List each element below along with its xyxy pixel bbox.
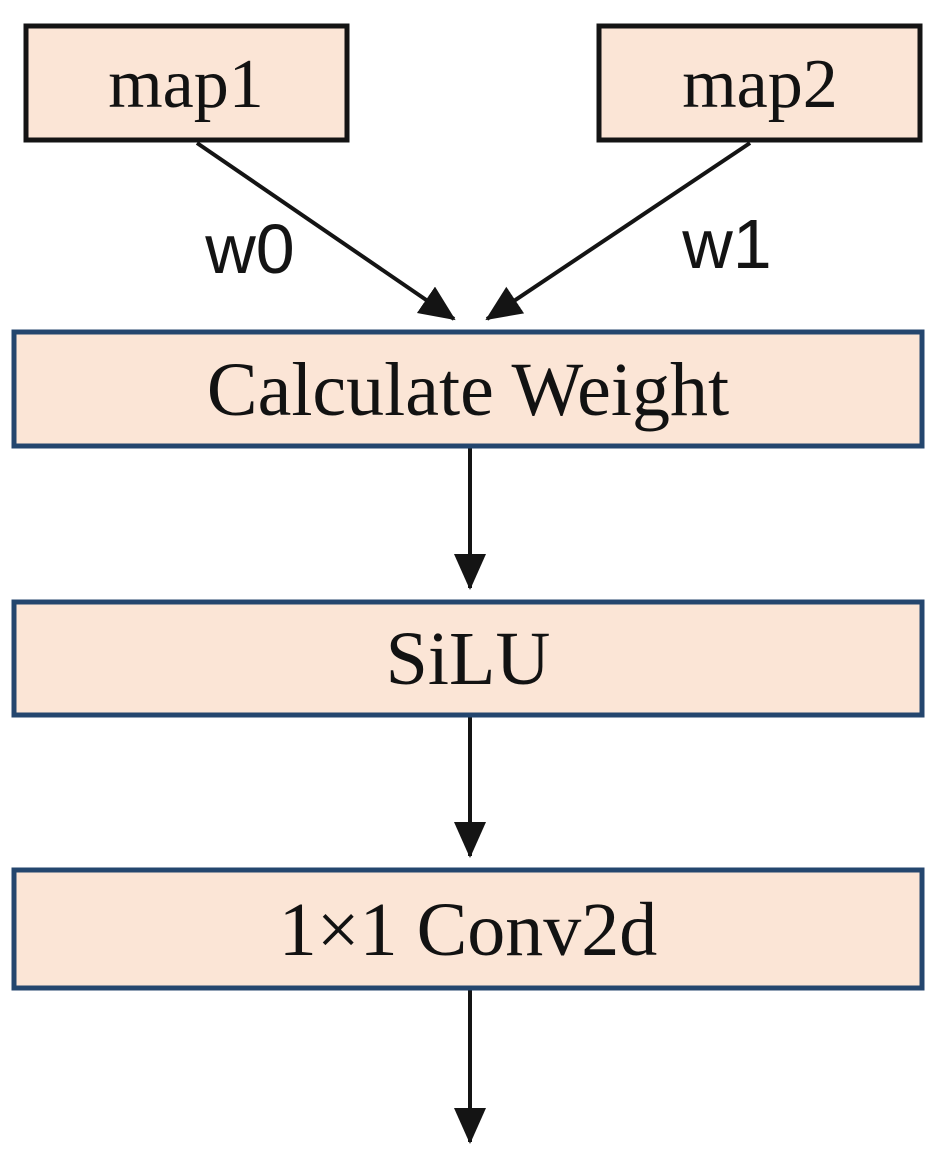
node-map2-label: map2 [682, 46, 838, 123]
node-conv2d-label: 1×1 Conv2d [279, 888, 658, 972]
node-calculate-weight-box [11, 329, 925, 449]
node-map1-box [23, 23, 350, 143]
node-map1: map1 [23, 23, 350, 143]
node-conv2d: 1×1 Conv2d [11, 867, 925, 991]
edge-label-w0: w0 [204, 210, 294, 288]
edge-label-w1: w1 [681, 205, 771, 283]
node-conv2d-box [11, 867, 925, 991]
node-silu-label: SiLU [386, 617, 551, 701]
node-calculate-weight: Calculate Weight [11, 329, 925, 449]
node-calculate-weight-label: Calculate Weight [207, 348, 729, 432]
node-map2-box [596, 23, 923, 143]
edge-map1-to-calculate-weight [195, 141, 456, 321]
node-silu-box [11, 599, 925, 718]
node-silu: SiLU [11, 599, 925, 718]
node-map2: map2 [596, 23, 923, 143]
node-map1-label: map1 [108, 46, 264, 123]
edge-map2-to-calculate-weight [485, 141, 752, 321]
